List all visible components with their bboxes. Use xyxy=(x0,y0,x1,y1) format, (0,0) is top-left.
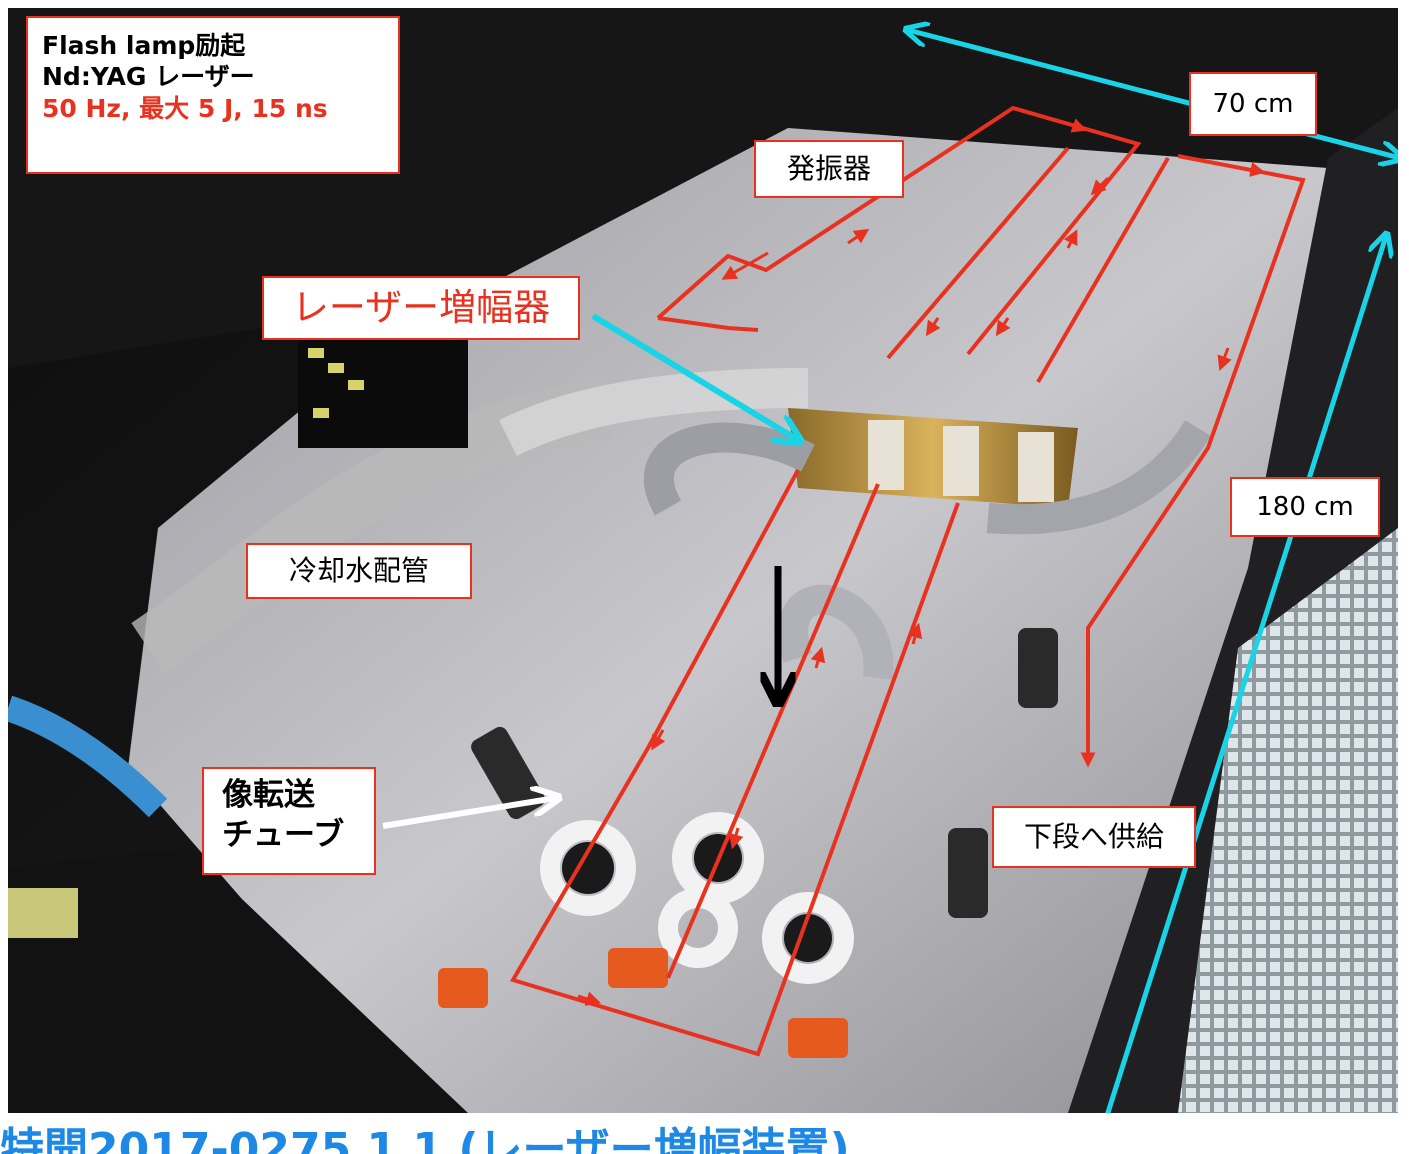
cooling-pipe-label: 冷却水配管 xyxy=(246,543,472,599)
width-dimension-label: 70 cm xyxy=(1189,72,1317,136)
length-dimension-label: 180 cm xyxy=(1230,477,1380,537)
amplifier-label: レーザー増幅器 xyxy=(262,276,580,340)
tube-label-line-2: チューブ xyxy=(222,817,345,854)
spec-line-3: 50 Hz, 最大 5 J, 15 ns xyxy=(42,93,328,123)
patent-caption: 特開2017-0275 1 1 (レーザー増幅装置) xyxy=(0,1124,850,1154)
oscillator-label: 発振器 xyxy=(754,140,904,198)
tube-label-line-1: 像転送 xyxy=(222,777,315,813)
spec-line-1: Flash lamp励起 xyxy=(42,31,246,60)
spec-line-2: Nd:YAG レーザー xyxy=(42,62,255,92)
laser-spec-box: Flash lamp励起 Nd:YAG レーザー 50 Hz, 最大 5 J, … xyxy=(26,16,400,174)
image-relay-tube-label: 像転送 チューブ xyxy=(202,767,376,875)
laser-apparatus-photo xyxy=(8,8,1398,1113)
downstream-supply-label: 下段へ供給 xyxy=(992,806,1196,868)
